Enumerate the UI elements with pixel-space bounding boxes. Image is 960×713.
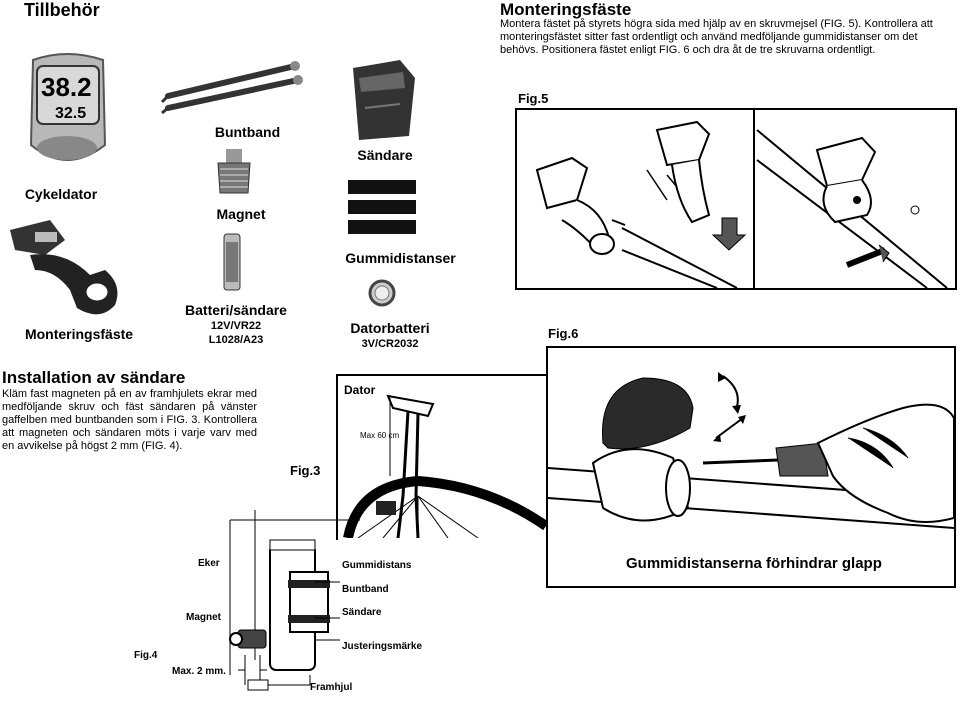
- computer-battery-spec: 3V/CR2032: [361, 338, 419, 350]
- fig4-juster-label: Justeringsmärke: [342, 641, 423, 652]
- fig3-label: Fig.3: [290, 463, 321, 478]
- cycle-computer-label: Cykeldator: [24, 186, 98, 202]
- fig4-label: Fig.4: [134, 650, 158, 661]
- cable-ties-label: Buntband: [214, 124, 281, 140]
- mounting-text: Montera fästet på styrets högra sida med…: [500, 18, 933, 56]
- battery-transmitter-image: [222, 232, 242, 292]
- mounting-title: Monteringsfäste: [500, 0, 632, 19]
- fig6-label: Fig.6: [548, 326, 579, 341]
- fig4-framhjul-label: Framhjul: [310, 682, 353, 693]
- fig3-illustration: Dator Max 60 cm: [343, 383, 546, 538]
- fig3-max-label: Max 60 cm: [360, 431, 399, 440]
- cable-ties-image: [160, 58, 310, 118]
- battery-transmitter-spec1: 12V/VR22: [210, 320, 262, 332]
- fig5-frame: [515, 108, 957, 290]
- fig5-illustration: [535, 110, 948, 288]
- cycle-computer-image: 38.2 32.5: [25, 50, 110, 170]
- fig4-magnet-label: Magnet: [186, 612, 221, 623]
- mounting-bracket-image: [5, 210, 125, 320]
- magnet-label: Magnet: [216, 206, 266, 222]
- fig4-eker-label: Eker: [198, 558, 220, 569]
- fig5-label: Fig.5: [518, 91, 549, 106]
- battery-transmitter-spec2: L1028/A23: [208, 334, 264, 346]
- rubber-spacers-image: [347, 178, 417, 238]
- fig3-frame: Dator Max 60 cm: [336, 374, 546, 540]
- battery-transmitter-label: Batteri/sändare: [185, 302, 287, 318]
- fig4-max-label: Max. 2 mm.: [172, 666, 226, 677]
- computer-battery-image: [367, 278, 397, 308]
- install-text: Kläm fast magneten på en av framhjulets …: [2, 388, 257, 452]
- computer-display-bottom: 32.5: [55, 105, 86, 122]
- install-title: Installation av sändare: [2, 368, 186, 387]
- accessories-title: Tillbehör: [24, 0, 100, 20]
- fig4-sandare-label: Sändare: [342, 607, 382, 618]
- fig3-dator-label: Dator: [344, 383, 376, 397]
- computer-display-top: 38.2: [41, 72, 92, 102]
- fig4-buntband-label: Buntband: [342, 584, 389, 595]
- fig6-illustration: [548, 372, 954, 529]
- transmitter-image: [345, 58, 420, 143]
- fig4-diagram: [130, 500, 450, 710]
- transmitter-label: Sändare: [357, 147, 413, 163]
- mounting-bracket-label: Monteringsfäste: [24, 326, 134, 342]
- computer-battery-label: Datorbatteri: [350, 320, 430, 336]
- fig6-frame: [546, 346, 956, 588]
- fig6-caption: Gummidistanserna förhindrar glapp: [626, 555, 882, 572]
- rubber-spacers-label: Gummidistanser: [345, 250, 456, 266]
- magnet-image: [214, 147, 254, 197]
- fig4-gummi-label: Gummidistans: [342, 560, 412, 571]
